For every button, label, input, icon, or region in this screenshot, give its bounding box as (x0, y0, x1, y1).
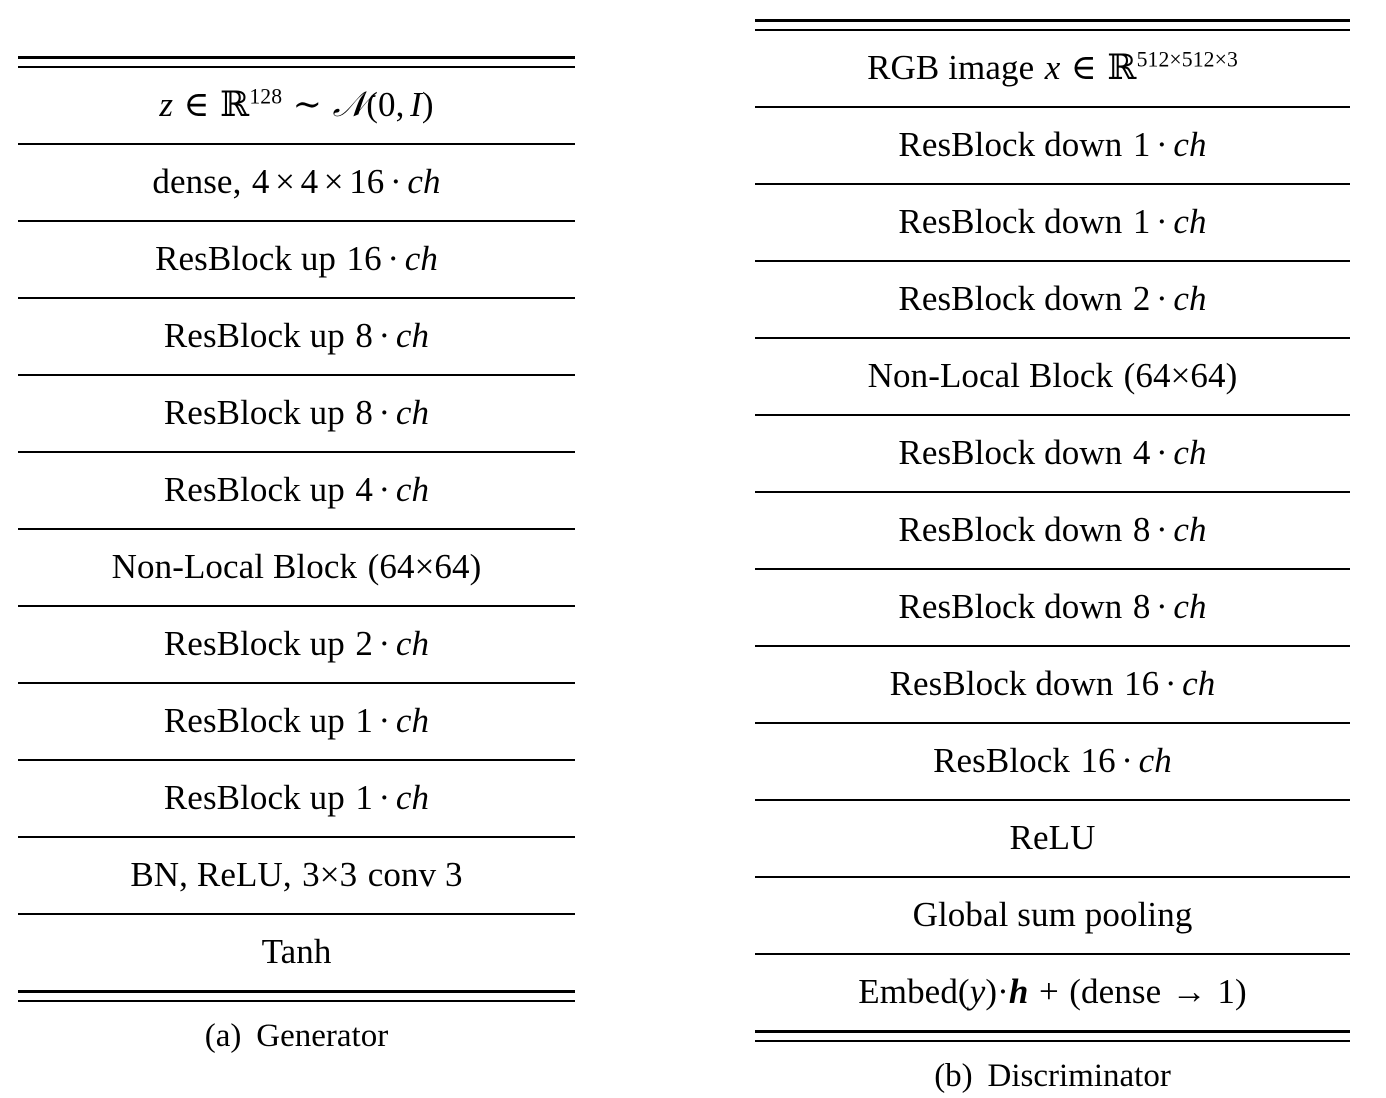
row-rule (755, 260, 1350, 262)
generator-row-tanh: Tanh (261, 932, 332, 972)
table-row: Non-Local Block(64×64) (755, 339, 1350, 414)
row-rule (18, 220, 575, 222)
row-rule (755, 722, 1350, 724)
discriminator-row-global-sum-pooling: Global sum pooling (912, 895, 1193, 935)
row-rule (755, 414, 1350, 416)
table-bottom-rule (755, 1030, 1350, 1042)
row-rule (755, 337, 1350, 339)
row-rule (18, 913, 575, 915)
row-rule (18, 374, 575, 376)
row-rule (755, 953, 1350, 955)
table-row: ReLU (755, 801, 1350, 876)
discriminator-row-non-local-block: Non-Local Block(64×64) (867, 356, 1238, 396)
row-rule (18, 451, 575, 453)
row-rule (18, 605, 575, 607)
row-rule (18, 682, 575, 684)
generator-row-non-local-block: Non-Local Block(64×64) (111, 547, 482, 587)
row-rule (755, 799, 1350, 801)
table-top-rule (18, 56, 575, 68)
row-rule (18, 759, 575, 761)
row-rule (755, 491, 1350, 493)
row-rule (755, 106, 1350, 108)
caption-text: Discriminator (987, 1058, 1171, 1094)
generator-caption: (a) Generator (18, 1002, 575, 1055)
discriminator-row-embed-dense: Embed(y)·h+(dense→1) (858, 972, 1247, 1012)
table-row: z∈ℝ128∼𝒩(0,I) (18, 68, 575, 143)
table-bottom-rule (18, 990, 575, 1002)
table-row: Non-Local Block(64×64) (18, 530, 575, 605)
row-rule (18, 836, 575, 838)
generator-row-latent: z∈ℝ128∼𝒩(0,I) (159, 84, 434, 126)
discriminator-row-relu: ReLU (1009, 818, 1096, 858)
table-row: Embed(y)·h+(dense→1) (755, 955, 1350, 1030)
generator-figure: z∈ℝ128∼𝒩(0,I) dense,4×4×16·ch ResBlock u… (18, 56, 575, 1055)
table-row: dense,4×4×16·ch (18, 145, 575, 220)
caption-text: Generator (256, 1018, 389, 1054)
table-row: Tanh (18, 915, 575, 990)
row-rule (18, 143, 575, 145)
generator-row-dense: dense,4×4×16·ch (152, 162, 441, 202)
caption-label: (a) (204, 1018, 242, 1054)
row-rule (755, 876, 1350, 878)
row-rule (18, 528, 575, 530)
discriminator-caption: (b) Discriminator (755, 1042, 1350, 1095)
row-rule (755, 645, 1350, 647)
table-row: Global sum pooling (755, 878, 1350, 953)
table-top-rule (755, 19, 1350, 31)
caption-label: (b) (934, 1058, 973, 1094)
row-rule (755, 183, 1350, 185)
row-rule (18, 297, 575, 299)
row-rule (755, 568, 1350, 570)
